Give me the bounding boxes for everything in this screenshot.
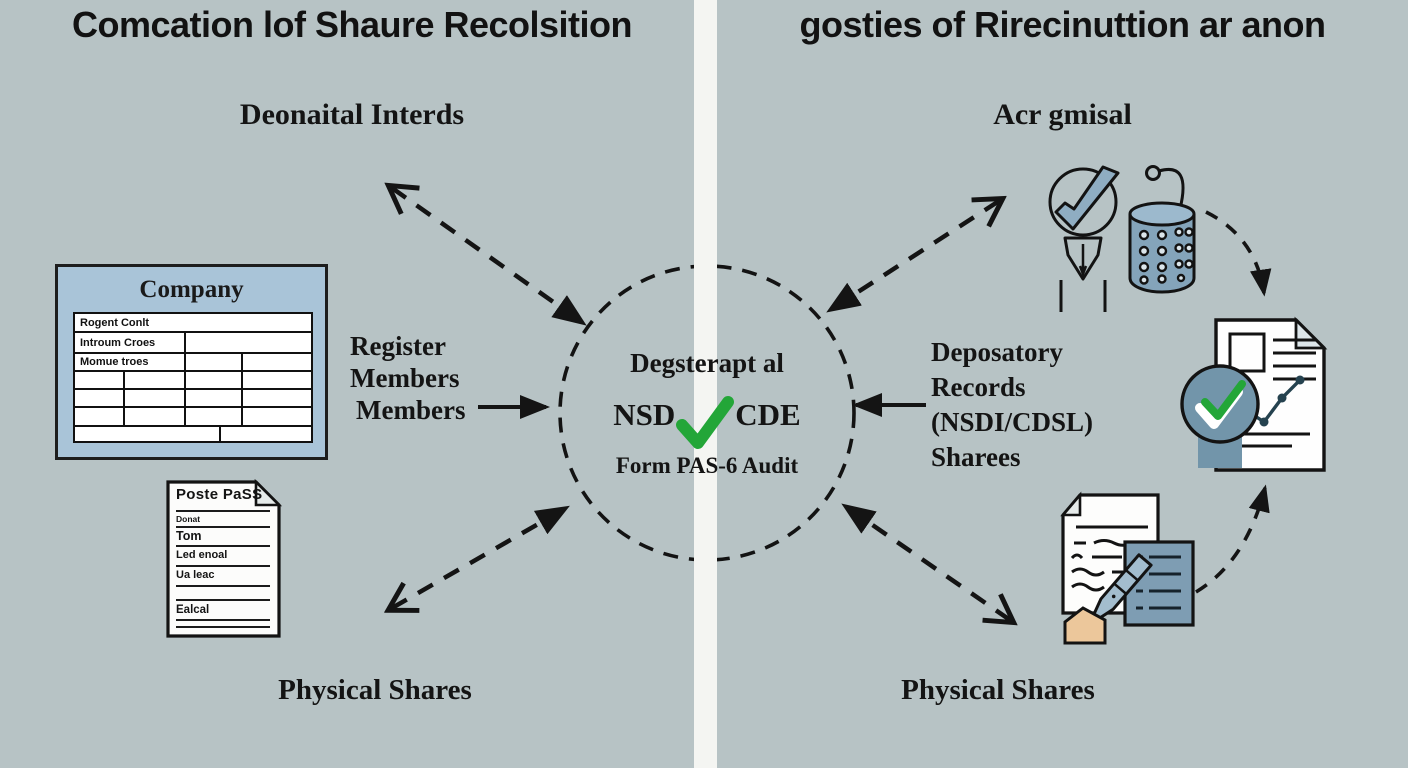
document-line: Led enoal (176, 547, 270, 567)
label-line: Members (356, 395, 466, 425)
green-check-icon (676, 396, 735, 449)
table-row: Introum Croes (75, 333, 311, 354)
hub-nsd-label: NSD (613, 397, 676, 432)
right-bottom-label: Physical Shares (901, 674, 1095, 706)
left-subtitle: Deonaital Interds (239, 98, 465, 131)
table-row-label: Introum Croes (75, 333, 186, 352)
center-divider (694, 0, 717, 768)
curve-cylinder-to-document (1205, 210, 1272, 297)
table-row (75, 427, 311, 441)
hub-line-3: Form PAS-6 Audit (615, 453, 799, 478)
depository-records-label: Deposatory Records (NSDI/CDSL) Sharees (931, 335, 1093, 475)
label-line: Register (350, 331, 446, 361)
company-card-title: Company (139, 276, 244, 303)
table-row: Rogent Conlt (75, 314, 311, 333)
signing-documents-icon (1060, 491, 1195, 645)
table-row (75, 390, 311, 408)
document-line: Ua leac (176, 567, 270, 587)
hub-line-2: NSD CDE (557, 387, 857, 449)
company-register-table: Company Rogent Conlt Introum Croes Momue… (55, 264, 328, 460)
table-row-label: Momue troes (75, 354, 186, 370)
register-table-grid: Rogent Conlt Introum Croes Momue troes (73, 312, 313, 443)
pen-check-icon (1048, 165, 1120, 312)
left-title: Comcation lof Shaure Recolsition (71, 4, 633, 45)
table-row (75, 372, 311, 390)
pas-form-document: Poste PaSS Donat Tom Led enoal Ua leac E… (165, 479, 282, 639)
label-line: Members (350, 363, 460, 393)
document-line: Tom (176, 528, 270, 548)
document-line: Donat (176, 510, 270, 528)
label-line: Deposatory (931, 337, 1063, 367)
label-line: Sharees (931, 442, 1021, 472)
right-title: gosties of Rirecinuttion ar anon (799, 4, 1326, 45)
central-hub-text: Degsterapt al NSD CDE Form PAS-6 Audit (557, 348, 857, 479)
document-outline (166, 479, 282, 638)
hub-line-1: Degsterapt al (630, 348, 784, 378)
table-row: Momue troes (75, 354, 311, 372)
right-subtitle: Acr gmisal (993, 98, 1132, 131)
curve-papers-to-document (1195, 484, 1270, 594)
document-line (176, 621, 270, 629)
label-line: Records (931, 372, 1026, 402)
arrow-top-left (392, 188, 583, 323)
arrow-bottom-left (392, 508, 566, 608)
hub-cde-label: CDE (735, 397, 801, 432)
document-line (176, 587, 270, 601)
document-text: Poste PaSS Donat Tom Led enoal Ua leac E… (176, 486, 270, 629)
register-members-label: Register Members Members (350, 330, 465, 426)
arrow-top-right (830, 201, 999, 310)
table-row (75, 408, 311, 427)
verified-document-icon (1180, 316, 1328, 472)
document-line: Ealcal (176, 601, 270, 622)
label-line: (NSDI/CDSL) (931, 407, 1094, 437)
left-bottom-label: Physical Shares (278, 674, 472, 706)
document-title: Poste PaSS (176, 486, 263, 503)
table-row-label: Rogent Conlt (80, 316, 150, 329)
grater-cylinder-icon (1128, 165, 1196, 294)
arrow-bottom-right (845, 506, 1010, 620)
